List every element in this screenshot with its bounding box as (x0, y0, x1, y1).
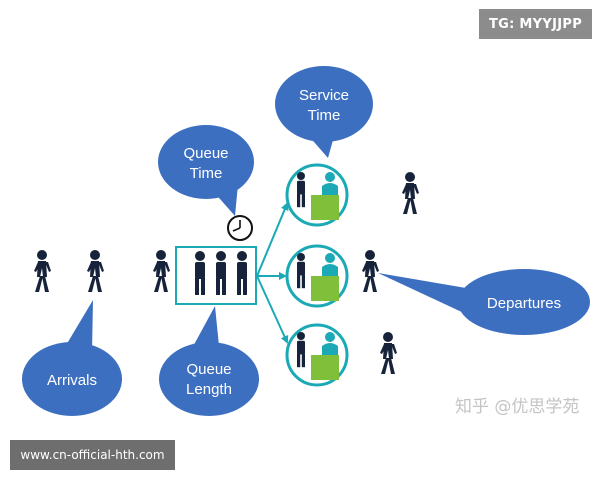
arrivals-bubble: Arrivals (22, 300, 122, 416)
server-2 (285, 244, 349, 308)
queue-time-bubble: Queue Time (158, 125, 254, 216)
arriving-people (34, 250, 170, 292)
queue-length-label-line1: Queue (186, 361, 231, 378)
departing-people (362, 172, 419, 374)
service-time-label-line2: Time (308, 107, 341, 124)
service-time-bubble: Service Time (275, 66, 373, 158)
queue-length-label-line2: Length (186, 381, 232, 398)
routing-arrows (256, 202, 289, 344)
walking-person-icon (153, 250, 170, 292)
queue-time-label-line2: Time (190, 165, 223, 182)
walking-person-icon (87, 250, 104, 292)
departures-label: Departures (487, 295, 561, 312)
queue-time-label-line1: Queue (183, 145, 228, 162)
service-desk-icon (311, 276, 339, 301)
server-3 (285, 323, 349, 387)
server-person-head (325, 332, 335, 342)
server-person-body (322, 183, 338, 198)
departures-bubble: Departures (378, 269, 590, 335)
server-person-body (322, 264, 338, 279)
arrow-to-server-3 (256, 275, 289, 344)
arrow-to-server-1 (256, 202, 289, 277)
walking-person-icon (362, 250, 379, 292)
clock-icon (227, 215, 253, 241)
server-person-head (325, 172, 335, 182)
service-desk-icon (311, 195, 339, 220)
source-watermark: 知乎 @优思学苑 (455, 397, 580, 417)
arrivals-label: Arrivals (47, 372, 97, 389)
watermark-tag: TG: MYYJJPP (479, 9, 592, 39)
walking-person-icon (380, 332, 397, 374)
server-person-head (325, 253, 335, 263)
queue-length-bubble: Queue Length (159, 306, 259, 416)
server-1 (285, 163, 349, 227)
walking-person-icon (34, 250, 51, 292)
server-person-body (322, 343, 338, 358)
service-desk-icon (311, 355, 339, 380)
footer-url: www.cn-official-hth.com (10, 440, 175, 470)
service-time-label-line1: Service (299, 87, 349, 104)
walking-person-icon (402, 172, 419, 214)
